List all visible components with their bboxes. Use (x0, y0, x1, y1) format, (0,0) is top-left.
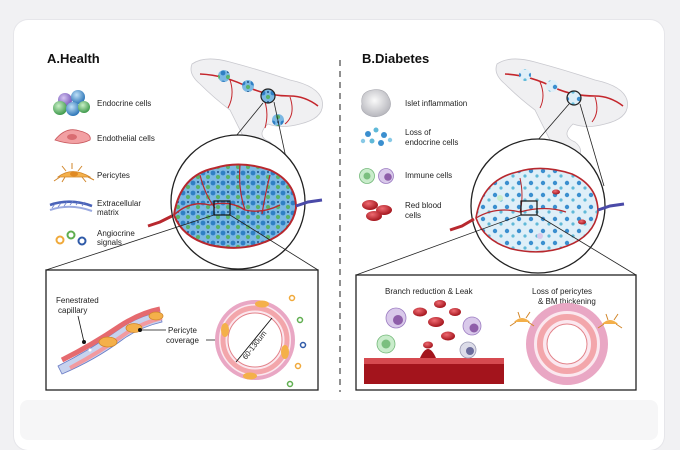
legend-ecm-label-1: Extracellular (97, 199, 141, 208)
islet-diabetes-illustration (449, 138, 625, 274)
legend-inflammation-label: Islet inflammation (405, 99, 467, 108)
panel-b-title: B.Diabetes (362, 51, 429, 66)
fenestrated-capillary-illustration (57, 306, 164, 375)
angiocrine-signal-dots (286, 294, 307, 388)
pericyte-icon (53, 163, 95, 183)
legend-endocrine-loss-label-2: endocrine cells (405, 138, 458, 147)
branch-reduction-label: Branch reduction & Leak (385, 287, 474, 296)
legend-angiocrine-label-2: signals (97, 238, 122, 247)
endothelial-cell-icon (54, 129, 91, 144)
leaky-vessel-illustration (364, 300, 504, 384)
fenestrated-pointer-dot (82, 340, 86, 344)
legend-immune-label: Immune cells (405, 171, 452, 180)
figure-canvas: A.Health Endocrine cells Endothelial cel… (45, 51, 637, 392)
immune-cells-icon (359, 168, 394, 184)
fenestrated-pointer (77, 315, 85, 343)
zoom-line-a4 (229, 214, 319, 271)
legend-angiocrine-label-1: Angiocrine (97, 229, 135, 238)
endocrine-cells-icon (53, 90, 90, 116)
pericyte-loss-label-2: & BM thickening (538, 297, 596, 306)
pancreas-diabetes-illustration (495, 58, 628, 161)
pericyte-coverage-label-2: coverage (166, 336, 199, 345)
islet-health-illustration (147, 134, 323, 270)
endocrine-loss-icon (360, 127, 393, 146)
legend-ecm-label-2: matrix (97, 208, 119, 217)
zoom-line-b4 (536, 214, 637, 276)
red-blood-cells-icon (362, 200, 392, 221)
legend-pericytes-label: Pericytes (97, 171, 130, 180)
angiocrine-signals-icon (55, 230, 87, 246)
diameter-arrow (235, 317, 273, 363)
legend-endocrine-label: Endocrine cells (97, 99, 151, 108)
fenestrated-label-2: capillary (58, 306, 87, 315)
zoom-line-b2 (579, 103, 605, 187)
fenestrated-label-1: Fenestrated (56, 296, 99, 305)
zoom-line-b3 (355, 214, 522, 276)
capillary-cross-section (215, 300, 295, 380)
legend-endothelial-label: Endothelial cells (97, 134, 155, 143)
legend-endocrine-loss-label-1: Loss of (405, 128, 432, 137)
extracellular-matrix-icon (49, 200, 93, 212)
islet-inflammation-icon (361, 89, 391, 118)
pericyte-pointer-dot (138, 328, 142, 332)
zoom-line-a3 (45, 214, 215, 271)
pericyte-loss-label-1: Loss of pericytes (532, 287, 592, 296)
thickened-bm-cross-section (509, 303, 623, 385)
panel-a-title: A.Health (47, 51, 100, 66)
pericyte-coverage-label-1: Pericyte (168, 326, 197, 335)
legend-rbc-label-1: Red blood (405, 201, 441, 210)
legend-rbc-label-2: cells (405, 211, 421, 220)
